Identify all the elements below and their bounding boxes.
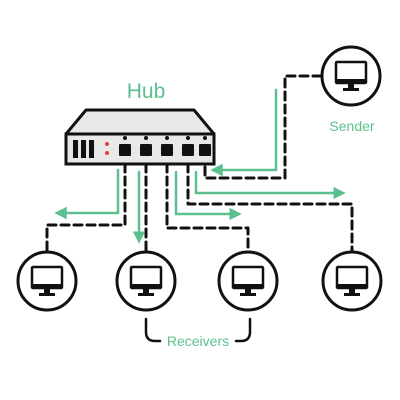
arrow-to-receiver-1 (54, 168, 120, 220)
monitor-icon (30, 265, 64, 296)
receiver-computer (217, 250, 279, 312)
receiver-computer (115, 250, 177, 312)
hub-label: Hub (127, 80, 166, 103)
sender-computer (320, 45, 382, 107)
monitor-icon (231, 265, 265, 296)
monitor-icon (335, 265, 369, 296)
cable-receiver-3 (165, 162, 250, 252)
hub-port (140, 144, 152, 156)
cables (45, 74, 354, 252)
monitor-icon (129, 265, 163, 296)
hub-port (182, 144, 194, 156)
arrow-to-receiver-4 (194, 170, 346, 200)
receivers-label: Receivers (167, 333, 229, 349)
receiver-computer (16, 250, 78, 312)
receiver-computer (321, 250, 383, 312)
monitor-icon (334, 60, 368, 91)
signal-arrows (54, 88, 346, 244)
hub-port (161, 144, 173, 156)
hub-port (199, 144, 211, 156)
arrow-from-sender (210, 88, 278, 177)
hub-port (119, 144, 131, 156)
sender-label: Sender (329, 118, 374, 134)
cable-receiver-1 (45, 162, 127, 252)
hub-icon (64, 108, 216, 166)
cable-sender (203, 74, 323, 180)
arrow-to-receiver-3 (174, 170, 242, 221)
cable-receiver-4 (186, 162, 354, 252)
receivers-bracket (144, 317, 252, 343)
